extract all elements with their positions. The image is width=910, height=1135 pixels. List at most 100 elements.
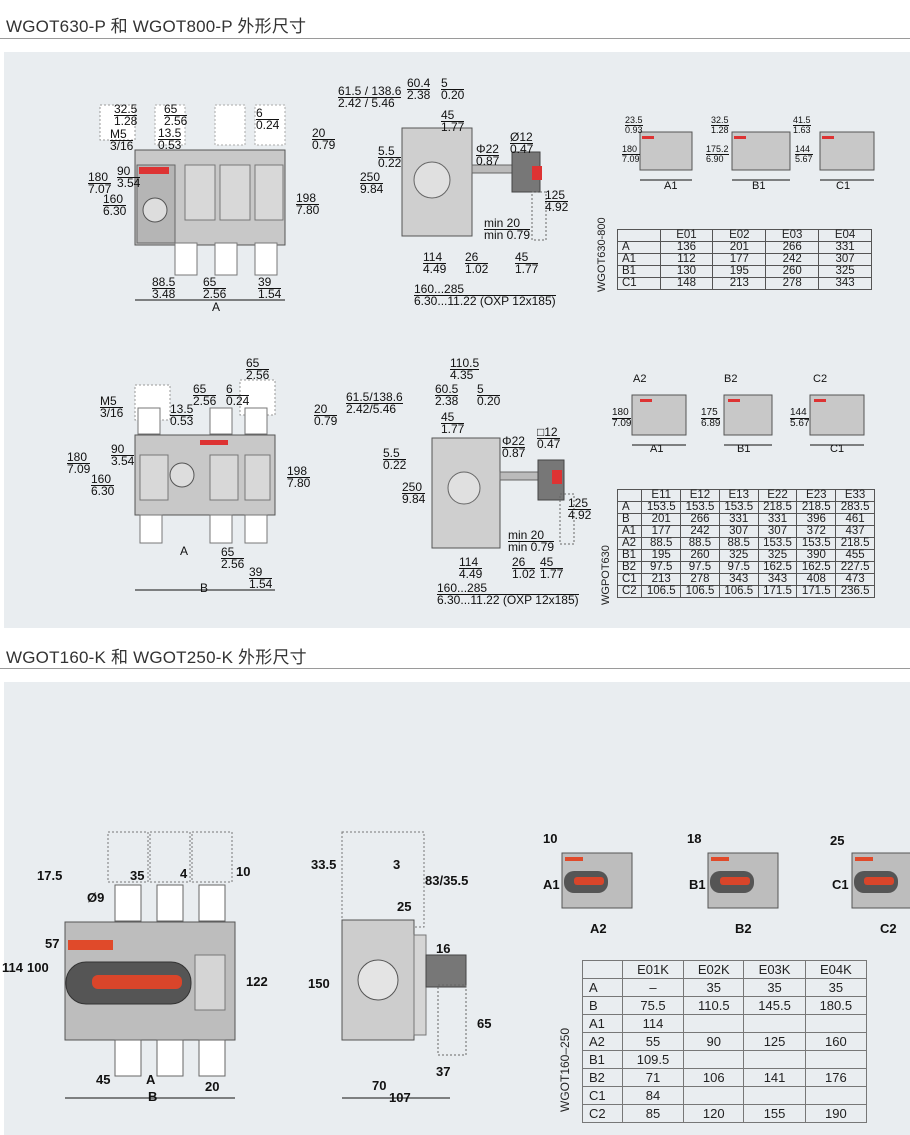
table-cell: 473 [835, 573, 875, 586]
table-cell: 307 [757, 525, 798, 538]
table-cell: 88.5 [641, 537, 682, 550]
table-row: C1 148 213 278 343 [617, 277, 872, 290]
table-cell: 343 [757, 573, 798, 586]
table-cell: 125 [743, 1032, 806, 1051]
section2-divider [0, 668, 910, 669]
dim-label: A [146, 1072, 156, 1087]
table-cell: 283.5 [835, 501, 875, 514]
table-header-cell: E03 [765, 229, 820, 242]
table-cell: 331 [718, 513, 759, 526]
table-header-row: E11 E12 E13 E22 E23 E33 [616, 489, 875, 502]
dim-label-A: A [180, 544, 189, 558]
table-row: A 136 201 266 331 [617, 241, 872, 254]
table-row: A2 88.5 88.5 88.5 153.5 153.5 218.5 [616, 537, 875, 550]
dim-label: 25 [397, 899, 412, 914]
table-cell: 145.5 [743, 996, 806, 1015]
dim-label: 114 [2, 960, 23, 975]
dim-label: C1 [832, 877, 849, 892]
table-header-cell: E23 [796, 489, 837, 502]
table3-side-label: WGOT160–250 [558, 1027, 572, 1112]
table-cell: 325 [818, 265, 872, 278]
table-cell: 390 [796, 549, 837, 562]
table-header-cell [582, 960, 623, 979]
table-row: B1 195 260 325 325 390 455 [616, 549, 875, 562]
table-cell: 35 [804, 978, 868, 997]
dim-label: 57 [45, 936, 60, 951]
table-cell: 153.5 [641, 501, 682, 514]
table-cell: 195 [712, 265, 767, 278]
table-row: B1 109.5 [582, 1050, 868, 1069]
table-header-cell: E04 [818, 229, 872, 242]
fig1-front-drawing [99, 104, 286, 301]
table-cell: 278 [765, 277, 820, 290]
table-cell: 171.5 [757, 585, 798, 598]
table-cell: B [616, 513, 643, 526]
table-cell: 260 [680, 549, 720, 562]
table-cell [743, 1086, 806, 1105]
table-cell: 177 [712, 253, 767, 266]
dim-label: Ø9 [87, 890, 105, 905]
dim-label: 65 [477, 1016, 492, 1031]
dim-label: 18 [687, 831, 702, 846]
table-cell: 109.5 [621, 1050, 685, 1069]
table-row: A2 55 90 125 160 [582, 1032, 868, 1051]
table-cell: 307 [818, 253, 872, 266]
table-cell: 148 [659, 277, 714, 290]
table-cell: B2 [616, 561, 643, 574]
table-cell [743, 1050, 806, 1069]
table-cell: A [616, 501, 643, 514]
table-cell: 343 [818, 277, 872, 290]
table-cell: A2 [582, 1032, 623, 1051]
table-cell: 201 [712, 241, 767, 254]
table-cell: 266 [765, 241, 820, 254]
table-cell: 106.5 [641, 585, 682, 598]
dim-label: 10 [543, 831, 558, 846]
table-header-cell: E22 [757, 489, 798, 502]
table-cell: 177 [641, 525, 682, 538]
dim-label: 37 [436, 1064, 451, 1079]
table-cell: 162.5 [757, 561, 798, 574]
table-header-cell [616, 489, 643, 502]
small-view-label: C1 [830, 443, 845, 455]
table-row: B1 130 195 260 325 [617, 265, 872, 278]
dim-label: 35 [130, 868, 145, 883]
table-cell: 153.5 [718, 501, 759, 514]
table-cell: 130 [659, 265, 714, 278]
table-cell [804, 1086, 868, 1105]
dim-label: 25 [830, 833, 845, 848]
table-cell: 190 [804, 1104, 868, 1123]
table-cell: 325 [718, 549, 759, 562]
table-cell: 278 [680, 573, 720, 586]
section1-title: WGOT630-P 和 WGOT800-P 外形尺寸 [6, 17, 307, 36]
table-header-cell: E02 [712, 229, 767, 242]
table-header-cell: E11 [641, 489, 682, 502]
table-cell: 242 [680, 525, 720, 538]
table-cell: 97.5 [718, 561, 759, 574]
table-cell: A [582, 978, 623, 997]
